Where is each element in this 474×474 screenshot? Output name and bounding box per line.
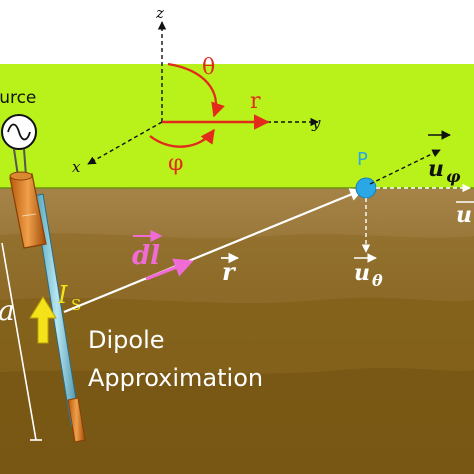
axis-y-label: y	[311, 114, 321, 132]
surface-band	[0, 64, 474, 188]
u-phi-label: u	[428, 156, 444, 182]
point-p	[355, 177, 377, 199]
collar-highlight	[21, 213, 37, 217]
electrode	[9, 171, 86, 443]
u-phi-vector	[369, 149, 441, 185]
dl-label: dl	[132, 241, 160, 271]
sine-wave-icon	[7, 123, 31, 141]
phi-label: φ	[168, 151, 183, 176]
u-theta-label: u	[354, 260, 370, 286]
r-vector-label: r	[222, 257, 237, 286]
source: Source	[0, 88, 37, 177]
dipole-line-1: Dipole	[88, 326, 165, 354]
x-axis	[87, 121, 163, 165]
axis-x-label: x	[72, 158, 81, 176]
source-wire-right	[23, 148, 27, 177]
current-arrow	[29, 296, 57, 344]
u-theta-subscript: θ	[372, 271, 383, 290]
u-r-label: u	[456, 202, 472, 228]
current-label: I	[57, 281, 68, 309]
point-p-label: P	[357, 149, 368, 170]
axis-z-label: z	[155, 4, 164, 22]
phi-arc	[149, 128, 215, 148]
soil-layer-3	[0, 368, 474, 474]
theta-arc	[167, 62, 225, 118]
source-label: Source	[0, 88, 36, 108]
r-vector	[63, 188, 364, 314]
depth-dimension: a	[0, 242, 42, 441]
electrode-tip	[67, 397, 86, 443]
depth-label: a	[0, 294, 15, 327]
dl-vector	[145, 258, 194, 281]
u-phi-subscript: φ	[446, 167, 461, 186]
current-subscript: S	[71, 296, 81, 314]
dipole-line-2: Approximation	[88, 364, 263, 392]
sky	[0, 0, 474, 64]
spherical-angles: θ r φ	[149, 55, 270, 176]
theta-label: θ	[202, 55, 215, 80]
collar-top	[9, 171, 33, 181]
source-wire-left	[13, 148, 19, 177]
r-axis-label: r	[250, 89, 261, 114]
depth-line	[1, 242, 37, 441]
